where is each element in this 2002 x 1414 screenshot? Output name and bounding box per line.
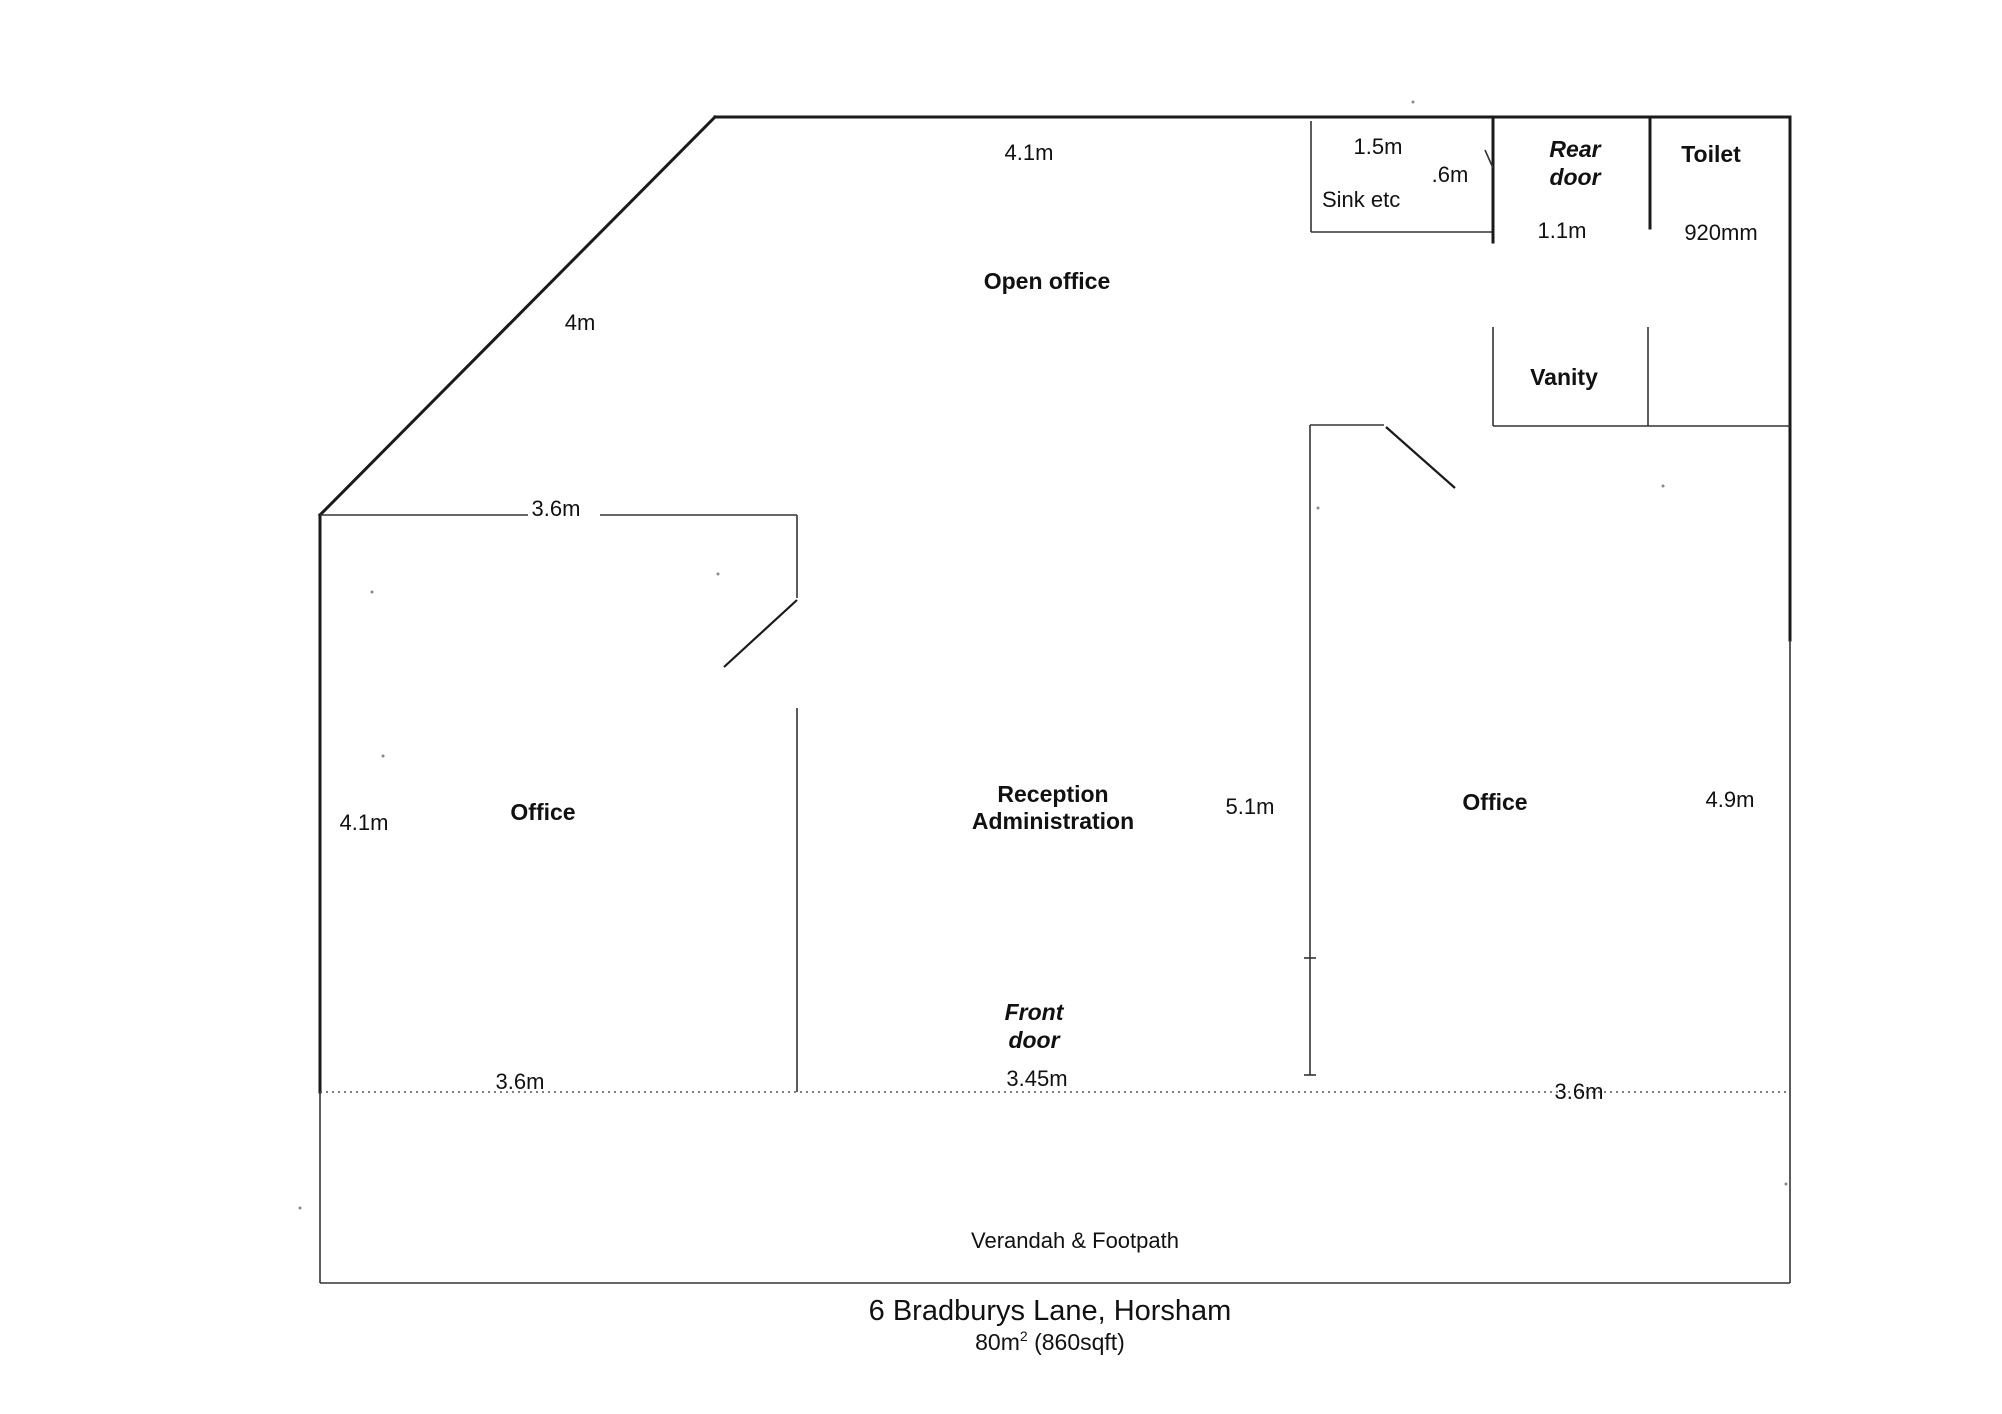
- dim-right-office-side: 4.9m: [1706, 787, 1755, 812]
- right-office-label: Office: [1462, 789, 1527, 815]
- dim-toilet-width: 920mm: [1684, 220, 1757, 245]
- dim-left-office-side: 4.1m: [340, 810, 389, 835]
- area-caption: 80m2 (860sqft): [975, 1328, 1125, 1355]
- dim-sink-width: 1.5m: [1354, 134, 1403, 159]
- left-office-label: Office: [510, 799, 575, 825]
- rear-door-label-line2: door: [1549, 164, 1601, 190]
- dim-bottom-left: 3.6m: [496, 1069, 545, 1094]
- speck: [1316, 506, 1320, 510]
- rear-door-mark: [1484, 149, 1494, 169]
- speck: [1784, 1182, 1788, 1186]
- dim-rear-passage: 1.1m: [1538, 218, 1587, 243]
- speck: [1661, 484, 1665, 488]
- outer-walls: [317, 114, 1792, 1094]
- right-office-walls: [1304, 424, 1456, 1076]
- speck: [716, 572, 720, 576]
- open-office-label: Open office: [984, 268, 1111, 294]
- sink-label: Sink etc: [1322, 187, 1400, 212]
- address-caption: 6 Bradburys Lane, Horsham: [869, 1295, 1232, 1327]
- dim-left-office-top: 3.6m: [532, 496, 581, 521]
- front-door-label-line2: door: [1008, 1027, 1060, 1053]
- left-office-door-swing: [723, 599, 798, 668]
- left-office-walls: [320, 514, 798, 1092]
- speck: [298, 1206, 302, 1210]
- dim-bottom-right: 3.6m: [1555, 1079, 1604, 1104]
- front-door-label-line1: Front: [1005, 999, 1065, 1025]
- dim-diagonal-wall: 4m: [565, 310, 596, 335]
- diagonal-wall: [317, 114, 718, 518]
- administration-label: Administration: [972, 808, 1134, 834]
- dim-bottom-middle: 3.45m: [1006, 1066, 1067, 1091]
- reception-label: Reception: [997, 781, 1108, 807]
- dim-top-wall: 4.1m: [1005, 140, 1054, 165]
- speck: [1411, 100, 1415, 104]
- speck: [370, 590, 374, 594]
- dim-reception-depth: 5.1m: [1226, 794, 1275, 819]
- sink-area-walls: [1310, 115, 1495, 244]
- scan-specks: [298, 100, 1788, 1210]
- verandah-outline: [319, 1092, 1791, 1284]
- rear-door-label-line1: Rear: [1549, 136, 1601, 162]
- area-sqft: (860sqft): [1028, 1329, 1125, 1355]
- area-superscript: 2: [1020, 1328, 1028, 1344]
- speck: [381, 754, 385, 758]
- area-value: 80m: [975, 1329, 1020, 1355]
- toilet-vanity-walls: [1492, 115, 1790, 427]
- toilet-label: Toilet: [1681, 141, 1741, 167]
- verandah-label: Verandah & Footpath: [971, 1228, 1179, 1253]
- right-office-door-swing: [1385, 426, 1456, 489]
- dim-sink-depth: .6m: [1432, 162, 1469, 187]
- vanity-label: Vanity: [1530, 364, 1598, 390]
